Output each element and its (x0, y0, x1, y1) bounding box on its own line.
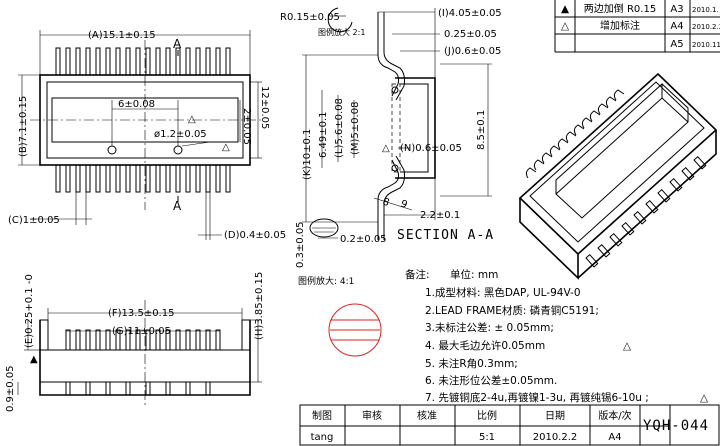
dim-k-label: (K)10±0.1 (302, 129, 313, 180)
dim-85-label: 8.5±0.1 (476, 110, 487, 150)
dim-03-label: 0.3±0.05 (295, 221, 306, 268)
dim-2-label: 2±0.05 (241, 108, 252, 145)
dim-m-label: (M)5±0.08 (350, 102, 361, 155)
dim-pitch-label: 6±0.08 (118, 99, 155, 110)
contact-spring-top (377, 12, 400, 97)
front-view: (F)13.5±0.15 (G)11±0.05 (E)0.25+0.1 -0 ▲… (5, 272, 265, 412)
note-4: 4. 最大毛边允许0.05mm (425, 339, 545, 352)
notes-unit: 单位: mm (450, 268, 498, 281)
section-mark-bottom: A (173, 199, 182, 213)
rev-mark-top-view-1: △ (188, 114, 196, 125)
dim-649-label: 6.49±0.1 (318, 111, 329, 158)
note-3: 3.未标注公差: ± 0.05mm; (425, 321, 554, 334)
dim-c-label: (C)1±0.05 (8, 215, 60, 226)
bottom-pin-row (55, 164, 231, 193)
dim-i-label: (I)4.05±0.05 (438, 8, 502, 19)
dim-pin-label: ø1.2±0.05 (154, 129, 207, 140)
part-number: YQH-044 (643, 418, 709, 434)
notes-header: 备注: (405, 268, 430, 281)
dim-l-label: (L)5.6±0.08 (334, 98, 345, 158)
tb-header-date: 日期 (545, 410, 565, 422)
top-pin-row (55, 47, 231, 76)
tb-value-scale: 5:1 (479, 432, 495, 443)
note-7-rev-mark: △ (700, 392, 709, 404)
dim-n-label: (N)0.6±0.05 (400, 143, 462, 154)
dim-d-label: (D)0.4±0.05 (224, 230, 286, 241)
note-1: 1.成型材料: 黑色DAP, UL-94V-0 (425, 286, 581, 299)
dim-r-label: R0.15±0.05 (280, 12, 340, 23)
rev-row-1-symbol: ▲ (561, 3, 570, 15)
dim-j-label: (J)0.6±0.05 (444, 46, 501, 57)
tb-header-scale: 比例 (477, 409, 497, 422)
rev-mark-front-view: ▲ (30, 354, 38, 365)
note-6: 6. 未注形位公差±0.05mm. (425, 374, 557, 387)
rev-row-1-desc: 两边加倒 R0.15 (584, 3, 656, 15)
front-view-leads (65, 381, 211, 396)
dim-9-label: 9 (399, 198, 409, 211)
note-2: 2.LEAD FRAME材质: 磷青铜C5191; (425, 304, 599, 317)
rev-row-3-date: 2010.11. (692, 41, 720, 49)
section-label: SECTION A-A (397, 228, 494, 243)
dim-02-label: 0.2±0.05 (340, 234, 387, 245)
rev-mark-top-view-2: △ (222, 142, 230, 153)
notes-block: 备注: 单位: mm 1.成型材料: 黑色DAP, UL-94V-0 2.LEA… (405, 268, 709, 404)
section-view: R0.15±0.05 图例放大 2:1 (I)4.05±0.05 0.25±0.… (280, 7, 502, 287)
rev-mark-section-view: △ (382, 143, 390, 154)
tb-value-version: A4 (608, 432, 621, 443)
rev-row-2-date: 2010.2.2 (692, 23, 720, 31)
tb-header-version: 版本/次 (598, 409, 631, 422)
tb-header-checked: 审核 (362, 409, 382, 422)
contact-spring-bottom (377, 159, 400, 240)
detail-note-top: 图例放大 2:1 (318, 27, 365, 37)
tb-header-drawn: 制图 (312, 409, 332, 422)
dim-b-label: (B)7.1±0.15 (18, 96, 29, 157)
dim-09-label: 0.9±0.05 (5, 365, 16, 412)
dim-12-label: 12±0.05 (259, 86, 270, 129)
rev-row-2-symbol: △ (561, 20, 570, 32)
dim-a-label: (A)15.1±0.15 (88, 30, 156, 41)
iso-right-face (577, 130, 717, 279)
dim-e-label: (E)0.25+0.1 -0 (24, 274, 35, 348)
rev-row-3-rev: A5 (670, 39, 683, 50)
dim-h-label: (H)3.85±0.15 (254, 272, 265, 340)
rev-row-1-rev: A3 (670, 4, 683, 15)
dim-8-label: 8 (381, 196, 391, 209)
stamp-seal (328, 303, 382, 357)
dim-22-label: 2.2±0.1 (420, 210, 460, 221)
front-view-pins (65, 329, 221, 351)
detail-scale-label: 图例放大: 4:1 (298, 275, 354, 287)
rev-row-2-desc: 增加标注 (600, 19, 640, 32)
revision-table: ▲ 两边加倒 R0.15 A3 2010.1. △ 增加标注 A4 2010.2… (554, 0, 720, 53)
iso-left-face (519, 198, 579, 280)
dim-g-label: (G)11±0.05 (112, 326, 171, 337)
note-7: 7. 先镀铜底2-4u,再镀镍1-3u, 再镀纯锡6-10u ; (425, 391, 649, 404)
locating-peg-left (107, 145, 117, 155)
iso-pin-row-upper (525, 89, 625, 179)
tb-value-date: 2010.2.2 (533, 432, 578, 443)
iso-top-face (518, 72, 718, 256)
rev-row-1-date: 2010.1. (692, 6, 719, 14)
locating-peg-right (173, 145, 183, 155)
note-4-rev-mark: △ (623, 340, 632, 352)
detail-ellipse (309, 218, 339, 238)
iso-pin-row-lower (585, 155, 707, 268)
tb-header-approved: 核准 (417, 409, 437, 422)
isometric-view (518, 72, 718, 280)
top-view: (A)15.1±0.15 A A (B)7.1±0.15 6±0.08 △ ø1… (8, 30, 286, 241)
tb-value-drawn: tang (311, 432, 334, 443)
housing-outline (395, 77, 436, 179)
section-mark-top: A (173, 37, 182, 51)
dim-f-label: (F)13.5±0.15 (108, 308, 174, 319)
rev-row-2-rev: A4 (670, 21, 683, 32)
dim-025-label: 0.25±0.05 (444, 29, 497, 40)
title-block: 制图 审核 核准 比例 日期 版本/次 tang 5:1 2010.2.2 A4… (299, 404, 720, 446)
note-5: 5. 未注R角0.3mm; (425, 357, 518, 370)
detail-circle-top (327, 7, 353, 33)
